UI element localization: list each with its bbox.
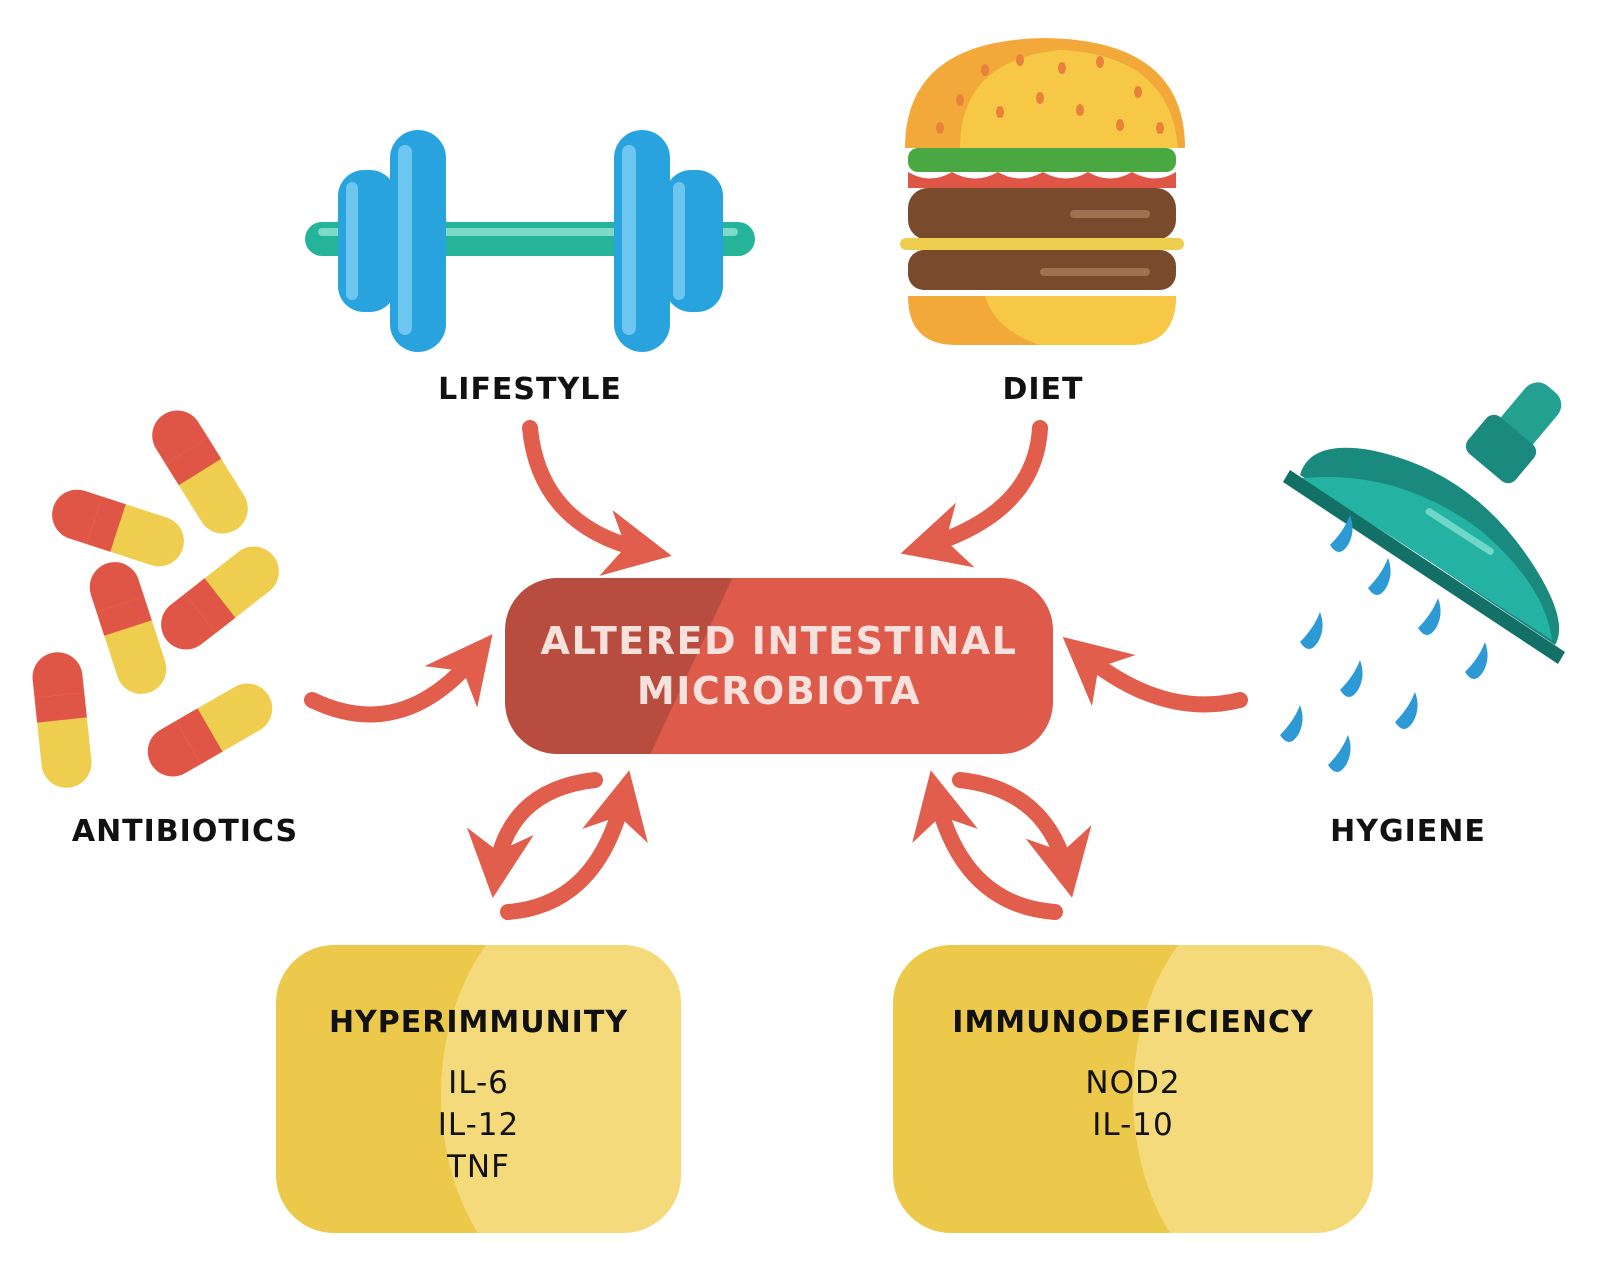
immunodeficiency-title: IMMUNODEFICIENCY	[952, 1005, 1314, 1040]
hyperimmunity-item: IL-6	[448, 1065, 509, 1101]
hyperimmunity-box: HYPERIMMUNITY IL-6 IL-12 TNF	[276, 945, 681, 1233]
altered-microbiota-box: ALTERED INTESTINAL MICROBIOTA	[505, 578, 1053, 754]
immunodeficiency-list: NOD2 IL-10	[1085, 1062, 1180, 1146]
arrow-to-immunodeficiency	[952, 772, 1092, 898]
box-gloss	[1133, 945, 1373, 1233]
hyperimmunity-title: HYPERIMMUNITY	[328, 1005, 629, 1040]
pills-icon	[32, 410, 279, 788]
arrow-from-immunodeficiency	[912, 770, 1063, 920]
hyperimmunity-list: IL-6 IL-12 TNF	[438, 1062, 520, 1188]
dumbbell-icon	[305, 130, 755, 352]
arrow-from-hyperimmunity	[500, 770, 648, 920]
immunodeficiency-box: IMMUNODEFICIENCY NOD2 IL-10	[893, 945, 1373, 1233]
burger-icon	[900, 38, 1185, 345]
arrow-hygiene	[1062, 636, 1248, 713]
arrow-diet	[900, 420, 1048, 568]
hyperimmunity-item: IL-12	[437, 1107, 520, 1143]
immunodeficiency-item: NOD2	[1085, 1065, 1181, 1101]
center-line-1: ALTERED INTESTINAL	[540, 619, 1018, 663]
label-diet: DIET	[1002, 372, 1084, 407]
box-gloss	[441, 945, 681, 1233]
arrow-to-hyperimmunity	[466, 772, 603, 899]
hyperimmunity-item: TNF	[447, 1149, 510, 1185]
center-line-2: MICROBIOTA	[636, 669, 922, 713]
shower-icon	[1283, 382, 1565, 664]
arrow-antibiotics	[304, 634, 493, 723]
label-hygiene: HYGIENE	[1330, 814, 1486, 849]
arrows	[304, 420, 1248, 920]
arrow-lifestyle	[522, 420, 672, 576]
immunodeficiency-item: IL-10	[1092, 1107, 1174, 1143]
label-lifestyle: LIFESTYLE	[438, 372, 622, 407]
water-drops	[1280, 515, 1488, 772]
label-antibiotics: ANTIBIOTICS	[71, 814, 299, 849]
